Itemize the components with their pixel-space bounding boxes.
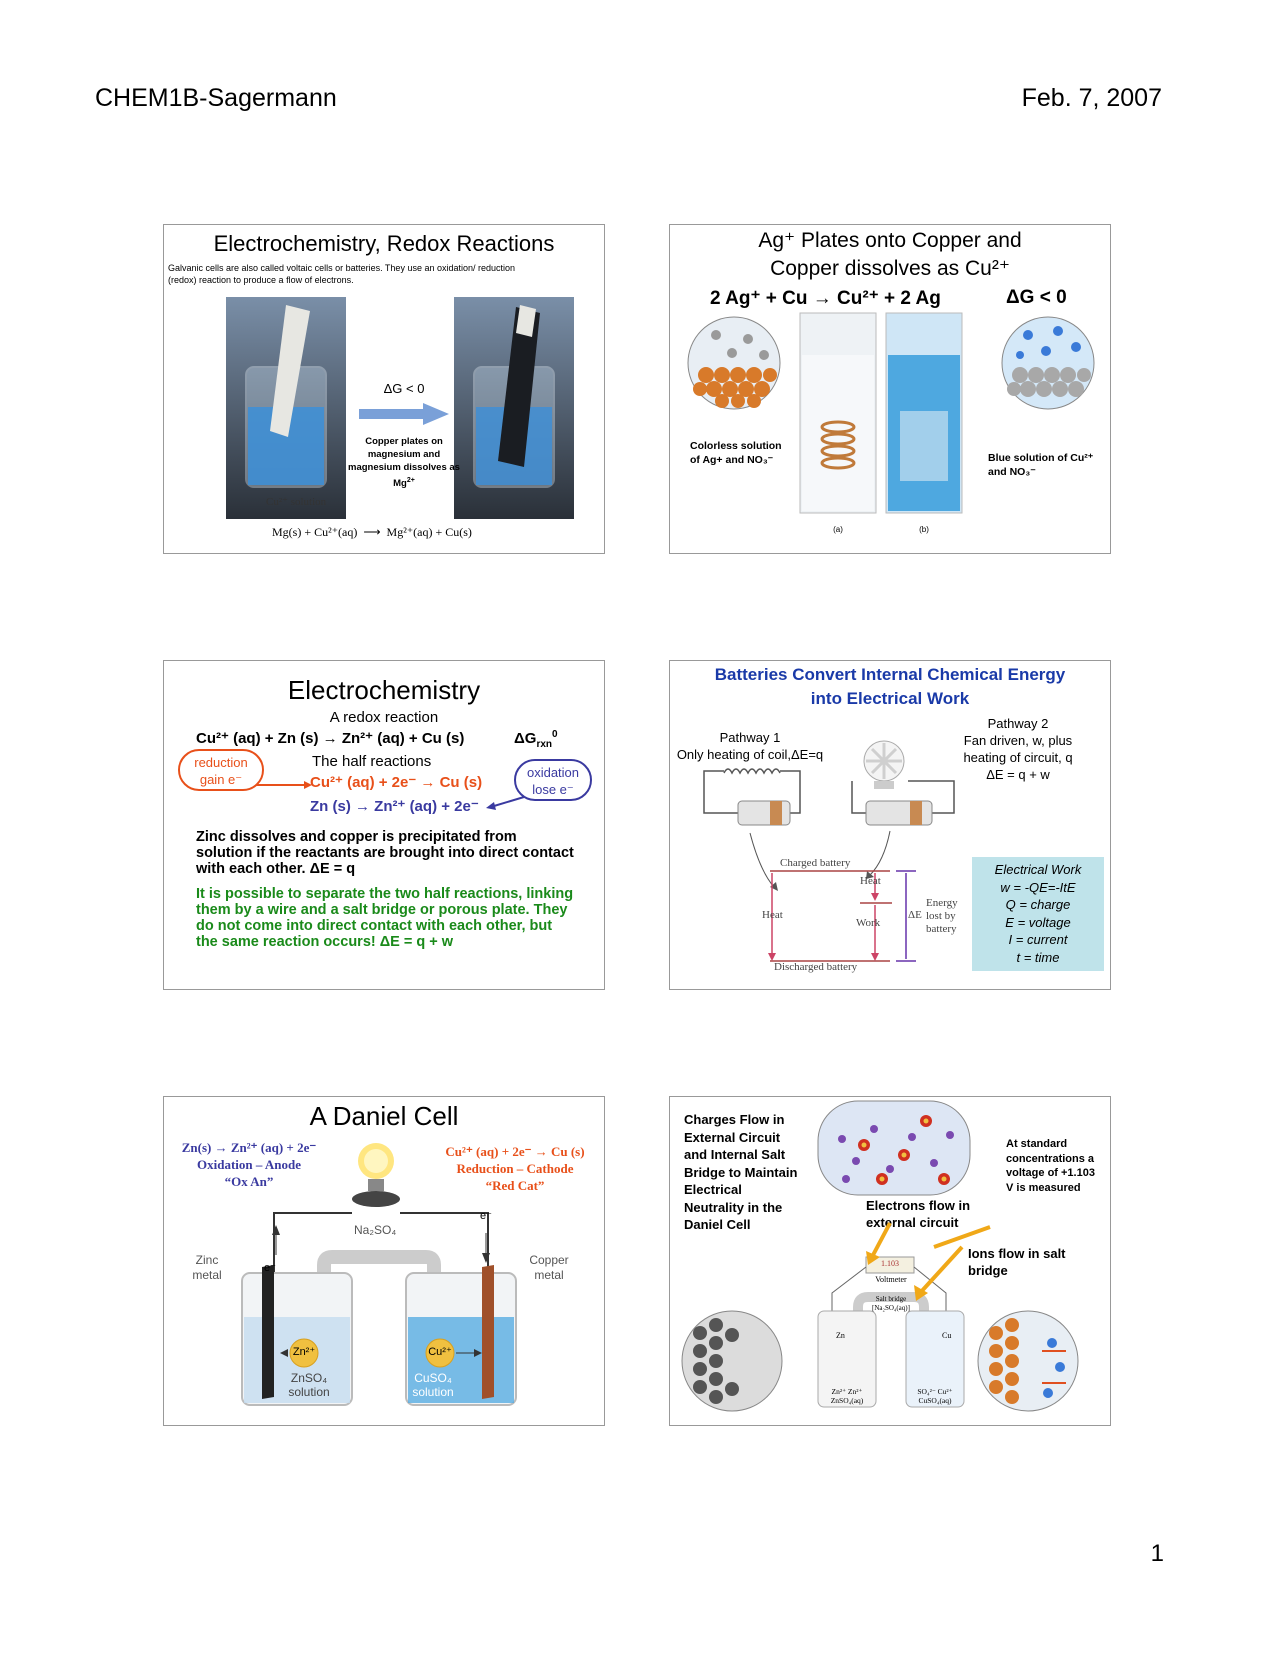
znso4-label: ZnSO₄ solution: [288, 1371, 330, 1399]
arrows-layer: [256, 781, 525, 810]
standard-voltage-text: At standard concentrations a voltage of …: [1006, 1138, 1095, 1194]
daniel-cell-flow-diagram: [681, 1176, 1079, 1412]
slide-redox-reactions: Electrochemistry, Redox Reactions Galvan…: [163, 224, 605, 554]
delta-g-label: ΔG < 0: [1006, 287, 1067, 308]
half-reaction-reduction: Cu²⁺ (aq) + 2e⁻ → Cu (s): [310, 774, 483, 791]
heat-label-mid: Heat: [860, 875, 881, 887]
slide-title: Batteries Convert Internal Chemical Ener…: [714, 665, 1066, 708]
slide-batteries: Batteries Convert Internal Chemical Ener…: [669, 660, 1111, 990]
beaker-colorless: [799, 312, 877, 514]
electrical-work-box: Electrical Work w = -QE=-ItE Q = charge …: [972, 857, 1104, 971]
reaction-equation: Mg(s) + Cu²⁺(aq) ⟶ Mg²⁺(aq) + Cu(s): [272, 525, 472, 539]
delta-g-label: ΔG < 0: [383, 381, 425, 396]
charge-flow-text: Charges Flow in External Circuit and Int…: [684, 1112, 798, 1232]
copper-metal-label: Copper metal: [529, 1253, 569, 1282]
course-header: CHEM1B-Sagermann: [95, 84, 337, 112]
slide-subtitle: A redox reaction: [329, 709, 439, 726]
slide-title: Ag⁺ Plates onto Copper and Copper dissol…: [758, 229, 1022, 280]
discharged-battery-label: Discharged battery: [774, 961, 858, 973]
electrons-flow-label: Electrons flow in external circuit: [866, 1198, 971, 1230]
caption: Copper plates on magnesium and magnesium…: [348, 436, 460, 490]
delta-g-rxn: ΔGrxn0: [514, 729, 558, 750]
charged-battery-label: Charged battery: [780, 857, 851, 869]
figure-label-a: (a): [833, 525, 843, 534]
date-header: Feb. 7, 2007: [1021, 84, 1162, 112]
slide-intro: Galvanic cells are also called voltaic c…: [168, 263, 516, 285]
salt-bridge-label: Na₂SO₄: [354, 1223, 397, 1237]
slide-title: Electrochemistry, Redox Reactions: [213, 231, 555, 256]
zn-electrode-label: Zn: [836, 1331, 845, 1340]
slide-daniel-cell: A Daniel Cell Zn(s) → Zn²⁺ (aq) + 2e⁻Oxi…: [163, 1096, 605, 1426]
colorless-solution-label: Colorless solution of Ag+ and NO₃⁻: [690, 440, 782, 466]
beaker-photo-after: [454, 297, 574, 519]
anode-labels: Zn(s) → Zn²⁺ (aq) + 2e⁻Oxidation – Anode…: [181, 1140, 317, 1189]
copper-atoms-zoom: [687, 316, 781, 410]
cathode-labels: Cu²⁺ (aq) + 2e⁻ → Cu (s)Reduction – Cath…: [445, 1144, 585, 1193]
znso4-beaker-label: Zn²⁺ Zn²⁺ ZnSO₄(aq): [830, 1387, 864, 1405]
slide-silver-copper: Ag⁺ Plates onto Copper and Copper dissol…: [669, 224, 1111, 554]
ions-flow-label: Ions flow in salt bridge: [968, 1246, 1066, 1278]
electron-label-right: e⁻: [480, 1210, 492, 1222]
voltmeter-label: Voltmeter: [875, 1275, 907, 1284]
half-reaction-oxidation: Zn (s) → Zn²⁺ (aq) + 2e⁻: [310, 798, 479, 815]
solution-label: Cu²⁺ solution: [266, 496, 327, 508]
slide-title: Electrochemistry: [287, 675, 481, 705]
salt-bridge-label: Salt bridge [Na₂SO₄(aq)]: [872, 1295, 910, 1312]
separated-text: It is possible to separate the two half …: [196, 886, 574, 950]
half-reactions-title: The half reactions: [312, 753, 432, 770]
heat-label-left: Heat: [762, 909, 783, 921]
daniel-cell-diagram: [241, 1143, 517, 1406]
delta-e-label: ΔE: [908, 909, 922, 921]
energy-lost-label: Energy lost by battery: [926, 897, 958, 935]
slide-title: A Daniel Cell: [309, 1101, 459, 1131]
silver-atoms-zoom: [1001, 316, 1095, 410]
reaction-equation: 2 Ag⁺ + Cu → Cu²⁺ + 2 Ag: [710, 288, 941, 309]
beaker-blue: [885, 312, 963, 514]
electron-label-left: e⁻: [264, 1262, 276, 1274]
voltmeter-reading: 1.103: [881, 1259, 899, 1268]
slide-charge-flow: Charges Flow in External Circuit and Int…: [669, 1096, 1111, 1426]
beaker-photo-before: [226, 297, 346, 519]
page-number: 1: [1150, 1540, 1164, 1567]
cuso4-label: CuSO₄ solution: [412, 1371, 454, 1399]
ion-zoom-bubble: [817, 1100, 971, 1196]
redox-reaction: Cu²⁺ (aq) + Zn (s) → Zn²⁺ (aq) + Cu (s): [196, 730, 465, 747]
right-arrow-icon: [359, 403, 449, 425]
blue-solution-label: Blue solution of Cu²⁺ and NO₃⁻: [988, 452, 1094, 478]
figure-label-b: (b): [919, 525, 929, 534]
work-label: Work: [856, 917, 881, 929]
zinc-metal-label: Zinc metal: [192, 1253, 222, 1282]
zinc-ion: Zn²⁺: [292, 1346, 316, 1358]
copper-ion: Cu²⁺: [428, 1346, 452, 1358]
cuso4-beaker-label: SO₄²⁻ Cu²⁺ CuSO₄(aq): [917, 1387, 953, 1405]
battery-diagram: [703, 740, 955, 962]
cu-electrode-label: Cu: [942, 1331, 952, 1340]
slide-electrochemistry: Electrochemistry A redox reaction Cu²⁺ (…: [163, 660, 605, 990]
direct-contact-text: Zinc dissolves and copper is precipitate…: [196, 829, 574, 877]
